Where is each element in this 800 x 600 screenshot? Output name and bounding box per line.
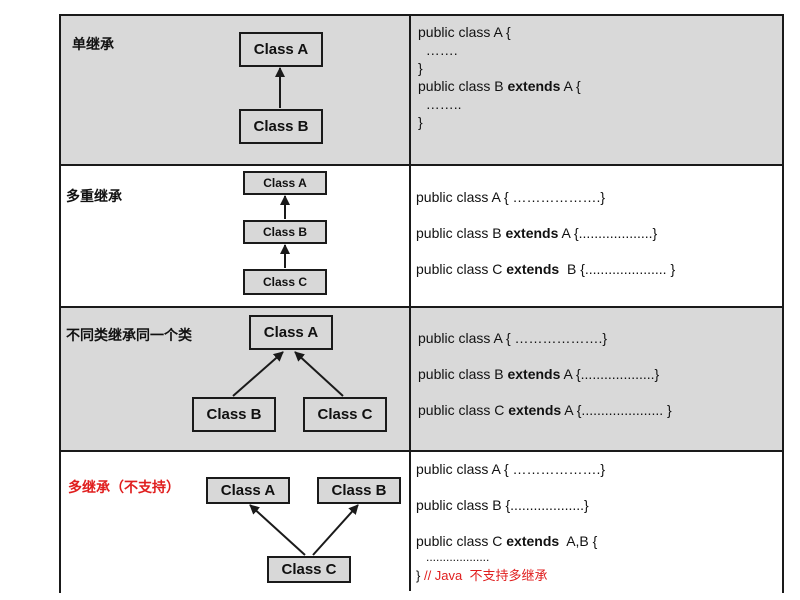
row-multilevel-inheritance bbox=[61, 166, 782, 308]
code-line-3-multilevel: public class C extends B {..............… bbox=[416, 261, 676, 277]
row-hierarchical-inheritance bbox=[61, 308, 782, 452]
class-a-box-multiple: Class A bbox=[206, 477, 290, 504]
class-b-box-multiple: Class B bbox=[317, 477, 401, 504]
code-line-1-multilevel: public class A { ……………….} bbox=[416, 189, 606, 205]
row-single-inheritance bbox=[61, 16, 782, 166]
row-label-multilevel: 多重继承 bbox=[66, 188, 122, 204]
code-line-5-single: …….. bbox=[418, 96, 462, 112]
class-a-box-hierarchical: Class A bbox=[249, 315, 333, 350]
row-label-single: 单继承 bbox=[72, 36, 114, 52]
code-line-5-multiple: } // Java 不支持多继承 bbox=[416, 568, 548, 583]
code-line-1-single: public class A { bbox=[418, 24, 511, 40]
class-b-box-multilevel: Class B bbox=[243, 220, 327, 244]
code-line-4-single: public class B extends A { bbox=[418, 78, 581, 94]
code-line-3-multiple: public class C extends A,B { bbox=[416, 533, 598, 549]
code-line-2-hierarchical: public class B extends A {..............… bbox=[418, 366, 660, 382]
class-b-box-single: Class B bbox=[239, 109, 323, 144]
row-multiple-inheritance bbox=[61, 452, 782, 593]
class-c-box-multiple: Class C bbox=[267, 556, 351, 583]
unsupported-comment: // Java 不支持多继承 bbox=[423, 568, 548, 583]
code-line-4-multiple: ................... bbox=[416, 550, 490, 564]
code-line-6-single: } bbox=[418, 114, 423, 130]
row-label-hierarchical: 不同类继承同一个类 bbox=[66, 327, 192, 343]
class-c-box-multilevel: Class C bbox=[243, 269, 327, 295]
code-line-2-multiple: public class B {...................} bbox=[416, 497, 589, 513]
code-line-2-single: ……. bbox=[418, 42, 458, 58]
code-line-1-multiple: public class A { ……………….} bbox=[416, 461, 606, 477]
code-line-3-single: } bbox=[418, 60, 423, 76]
class-b-box-hierarchical: Class B bbox=[192, 397, 276, 432]
class-a-box-multilevel: Class A bbox=[243, 171, 327, 195]
class-a-box-single: Class A bbox=[239, 32, 323, 67]
class-c-box-hierarchical: Class C bbox=[303, 397, 387, 432]
inheritance-table bbox=[59, 14, 784, 593]
code-line-1-hierarchical: public class A { ……………….} bbox=[418, 330, 608, 346]
code-line-2-multilevel: public class B extends A {..............… bbox=[416, 225, 658, 241]
code-line-3-hierarchical: public class C extends A {..............… bbox=[418, 402, 672, 418]
row-label-multiple: 多继承（不支持） bbox=[68, 479, 180, 495]
column-divider bbox=[409, 16, 411, 591]
